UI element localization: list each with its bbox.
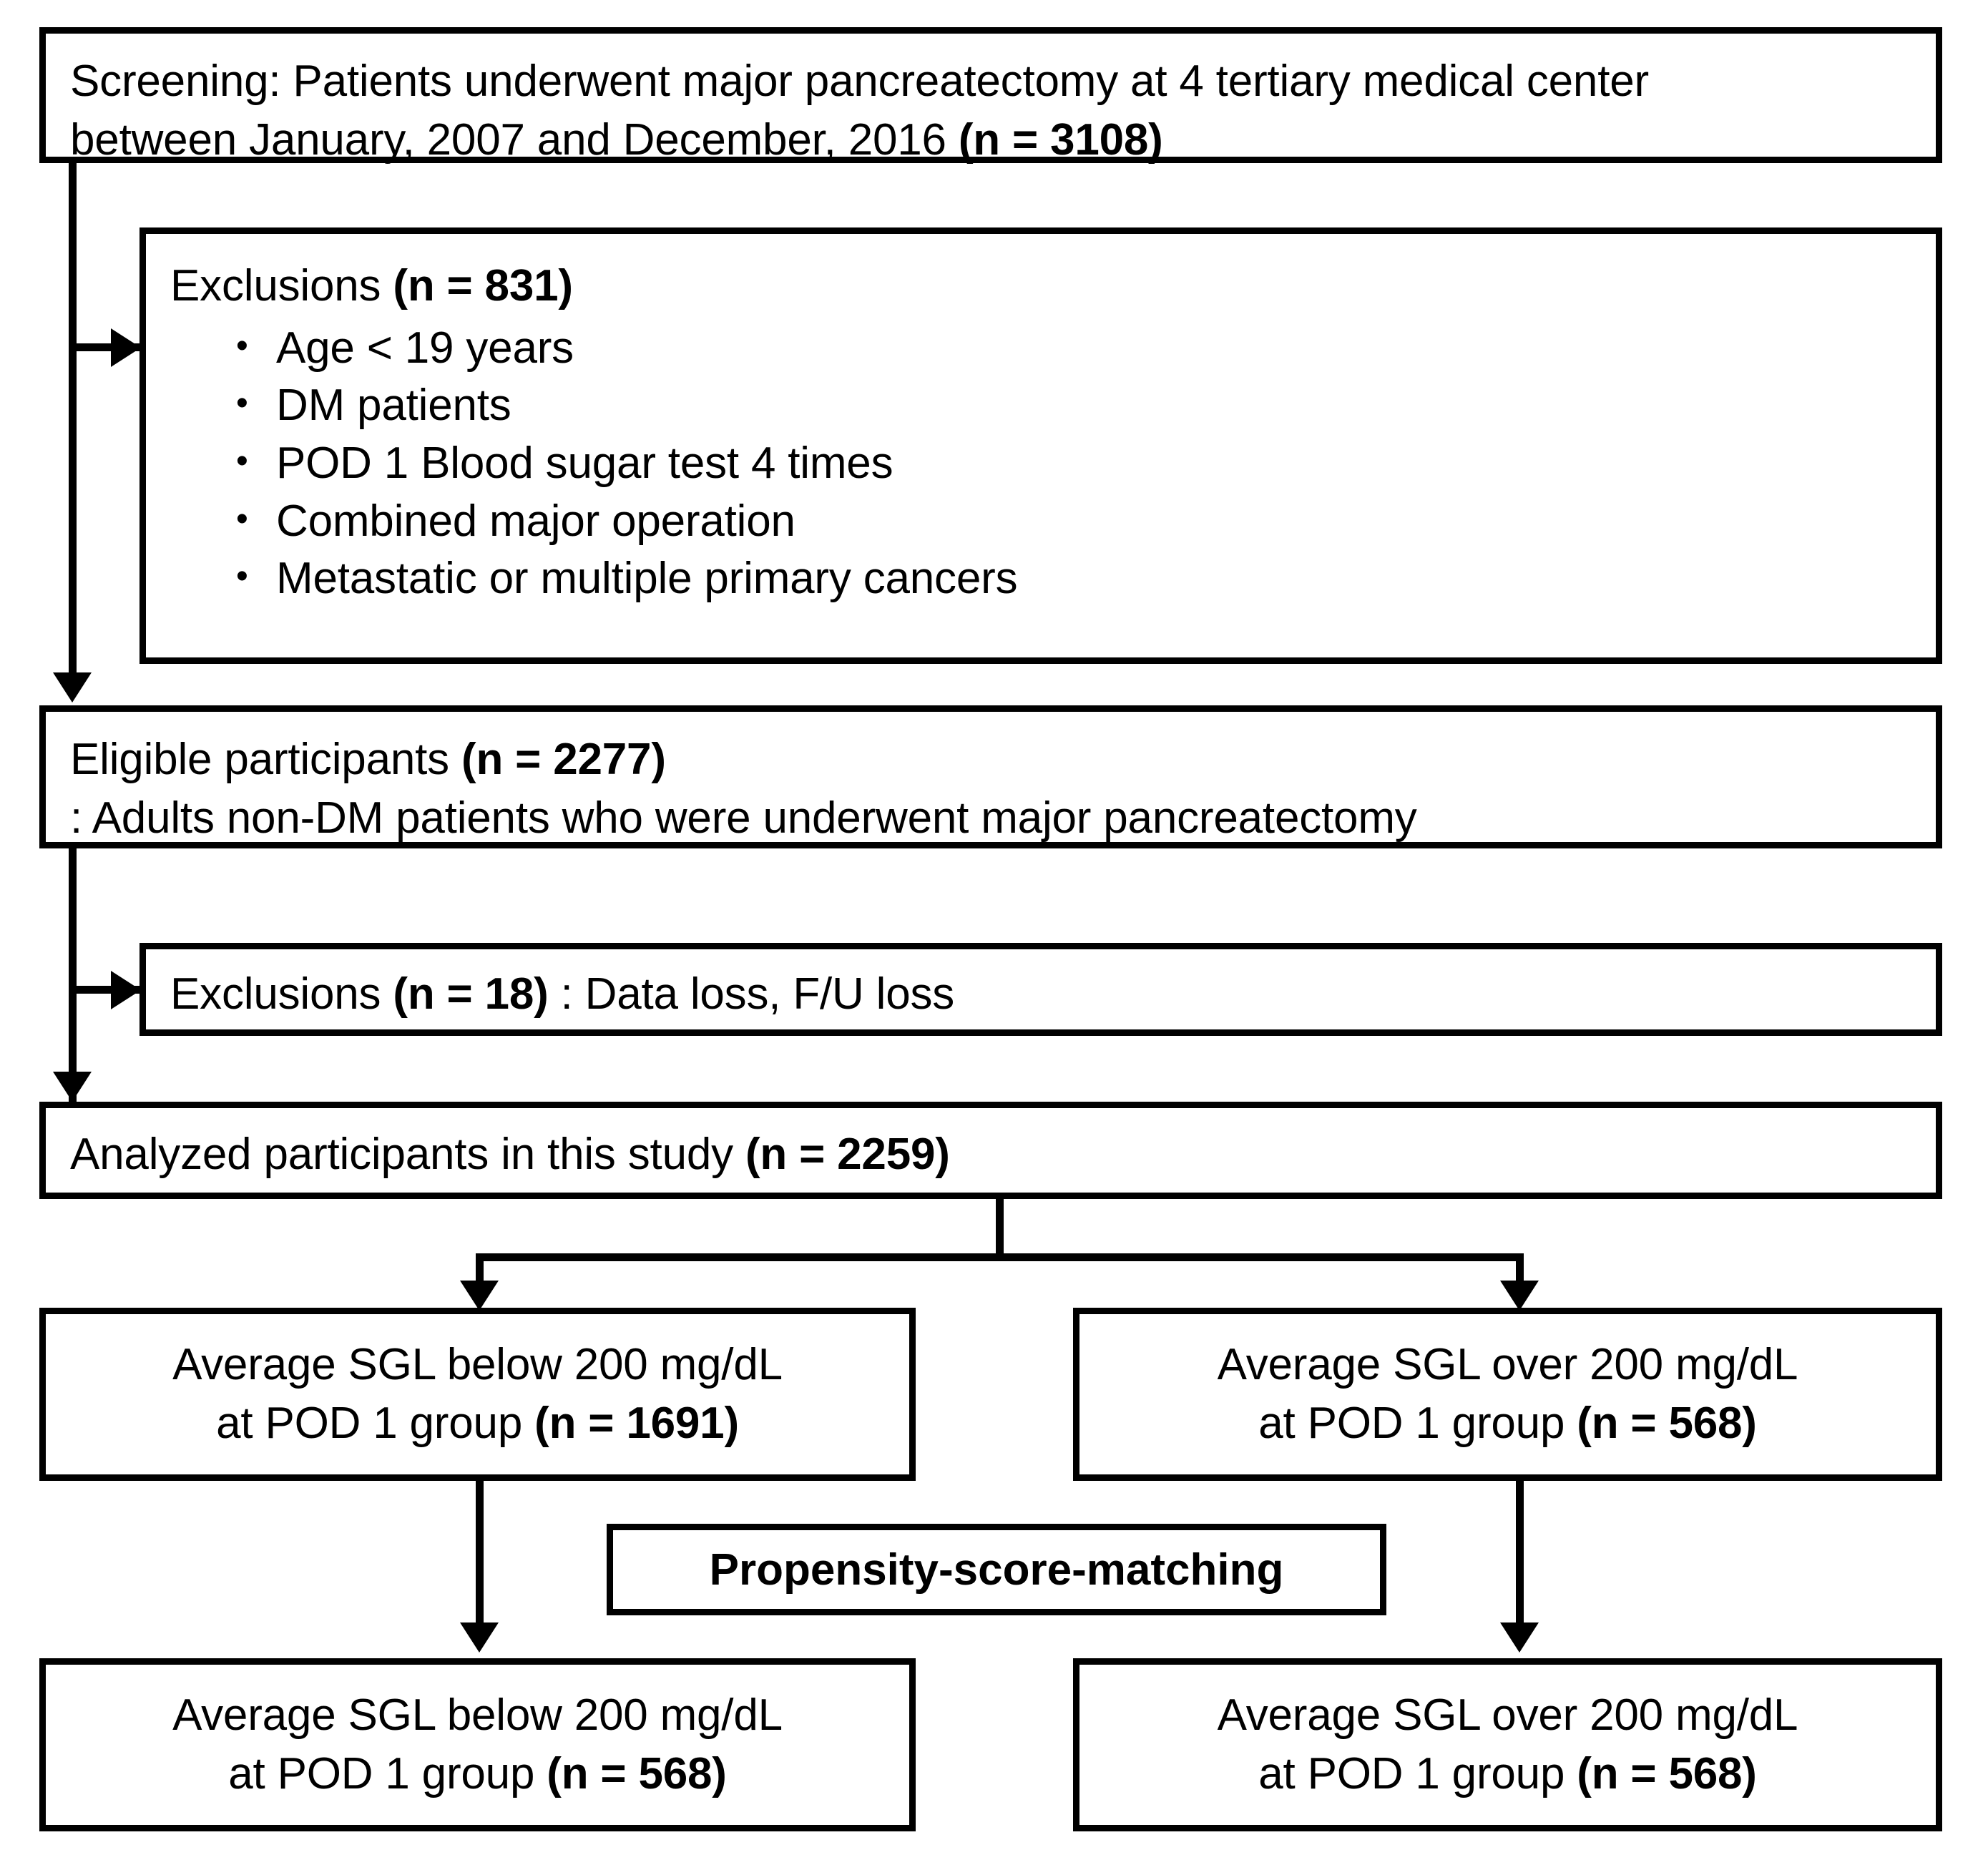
- group-over-post-line-1: Average SGL over 200 mg/dL: [1217, 1690, 1798, 1741]
- connector-split-bar: [476, 1253, 1524, 1261]
- group-below-post-line-2-text: at POD 1 group: [228, 1749, 547, 1798]
- node-group-below-pre: Average SGL below 200 mg/dL at POD 1 gro…: [39, 1308, 916, 1481]
- group-over-pre-line-1: Average SGL over 200 mg/dL: [1217, 1340, 1798, 1390]
- connector-to-exclusions-1: [69, 343, 147, 351]
- analyzed-line: Analyzed participants in this study (n =…: [70, 1125, 1919, 1184]
- exclusions-2-count: (n = 18): [393, 969, 549, 1019]
- arrowhead-to-group-over-pre: [1500, 1281, 1539, 1311]
- screening-line-2: between January, 2007 and December, 2016…: [70, 111, 1919, 170]
- node-group-over-pre: Average SGL over 200 mg/dL at POD 1 grou…: [1073, 1308, 1942, 1481]
- exclusions-1-count: (n = 831): [393, 261, 573, 310]
- group-below-pre-count: (n = 1691): [534, 1399, 739, 1448]
- list-item: Combined major operation: [232, 491, 1919, 551]
- node-group-over-post: Average SGL over 200 mg/dL at POD 1 grou…: [1073, 1658, 1942, 1831]
- arrowhead-to-exclusions-1: [111, 328, 141, 367]
- arrowhead-to-group-below-pre: [460, 1281, 499, 1311]
- group-below-post-line-2: at POD 1 group (n = 568): [228, 1745, 727, 1803]
- screening-line-2-text: between January, 2007 and December, 2016: [70, 114, 959, 165]
- list-item: Metastatic or multiple primary cancers: [232, 549, 1919, 608]
- node-exclusions-1: Exclusions (n = 831) Age < 19 years DM p…: [139, 227, 1942, 664]
- screening-count: (n = 3108): [958, 114, 1163, 165]
- eligible-line-2: : Adults non-DM patients who were underw…: [70, 793, 1417, 843]
- group-below-post-count: (n = 568): [547, 1749, 727, 1798]
- exclusions-1-list: Age < 19 years DM patients POD 1 Blood s…: [170, 318, 1919, 608]
- node-propensity-score-matching: Propensity-score-matching: [607, 1524, 1386, 1615]
- arrowhead-to-exclusions-2: [111, 971, 141, 1009]
- connector-right-matching: [1516, 1481, 1524, 1628]
- arrowhead-to-analyzed: [53, 1072, 92, 1102]
- group-below-pre-line-1: Average SGL below 200 mg/dL: [172, 1340, 783, 1390]
- list-item: DM patients: [232, 376, 1919, 435]
- eligible-line-1-text: Eligible participants: [70, 735, 462, 784]
- connector-split-left-drop: [476, 1253, 484, 1293]
- eligible-count: (n = 2277): [461, 735, 666, 784]
- group-over-pre-count: (n = 568): [1577, 1399, 1757, 1448]
- connector-eligible-spine: [69, 848, 77, 1102]
- group-below-post-line-1: Average SGL below 200 mg/dL: [172, 1690, 783, 1741]
- propensity-score-matching-label: Propensity-score-matching: [709, 1545, 1284, 1595]
- connector-to-exclusions-2: [69, 986, 147, 994]
- screening-line-1: Screening: Patients underwent major panc…: [70, 57, 1649, 106]
- node-screening: Screening: Patients underwent major panc…: [39, 27, 1942, 165]
- node-analyzed-participants: Analyzed participants in this study (n =…: [39, 1102, 1942, 1199]
- node-eligible-participants: Eligible participants (n = 2277) : Adult…: [39, 705, 1942, 848]
- exclusions-2-line: Exclusions (n = 18) : Data loss, F/U los…: [170, 965, 1919, 1024]
- group-over-pre-line-2: at POD 1 group (n = 568): [1258, 1394, 1757, 1453]
- list-item: POD 1 Blood sugar test 4 times: [232, 434, 1919, 493]
- exclusions-2-text: Exclusions: [170, 969, 393, 1019]
- analyzed-text: Analyzed participants in this study: [70, 1130, 745, 1179]
- node-exclusions-2: Exclusions (n = 18) : Data loss, F/U los…: [139, 943, 1942, 1036]
- arrowhead-to-group-over-post: [1500, 1622, 1539, 1653]
- node-group-below-post: Average SGL below 200 mg/dL at POD 1 gro…: [39, 1658, 916, 1831]
- arrowhead-to-group-below-post: [460, 1622, 499, 1653]
- analyzed-count: (n = 2259): [745, 1130, 950, 1179]
- group-below-pre-line-2: at POD 1 group (n = 1691): [216, 1394, 739, 1453]
- group-over-post-line-2: at POD 1 group (n = 568): [1258, 1745, 1757, 1803]
- list-item: Age < 19 years: [232, 318, 1919, 378]
- eligible-line-1: Eligible participants (n = 2277): [70, 730, 1919, 789]
- connector-analyzed-stem: [996, 1199, 1004, 1259]
- exclusions-2-suffix: : Data loss, F/U loss: [548, 969, 955, 1019]
- group-over-post-count: (n = 568): [1577, 1749, 1757, 1798]
- exclusions-1-heading: Exclusions (n = 831): [170, 257, 1919, 315]
- exclusions-1-heading-text: Exclusions: [170, 261, 393, 310]
- connector-left-matching: [476, 1481, 484, 1628]
- group-over-post-line-2-text: at POD 1 group: [1258, 1749, 1577, 1798]
- group-over-pre-line-2-text: at POD 1 group: [1258, 1399, 1577, 1448]
- connector-split-right-drop: [1516, 1253, 1524, 1293]
- arrowhead-to-eligible: [53, 672, 92, 703]
- connector-screening-spine: [69, 163, 77, 672]
- group-below-pre-line-2-text: at POD 1 group: [216, 1399, 535, 1448]
